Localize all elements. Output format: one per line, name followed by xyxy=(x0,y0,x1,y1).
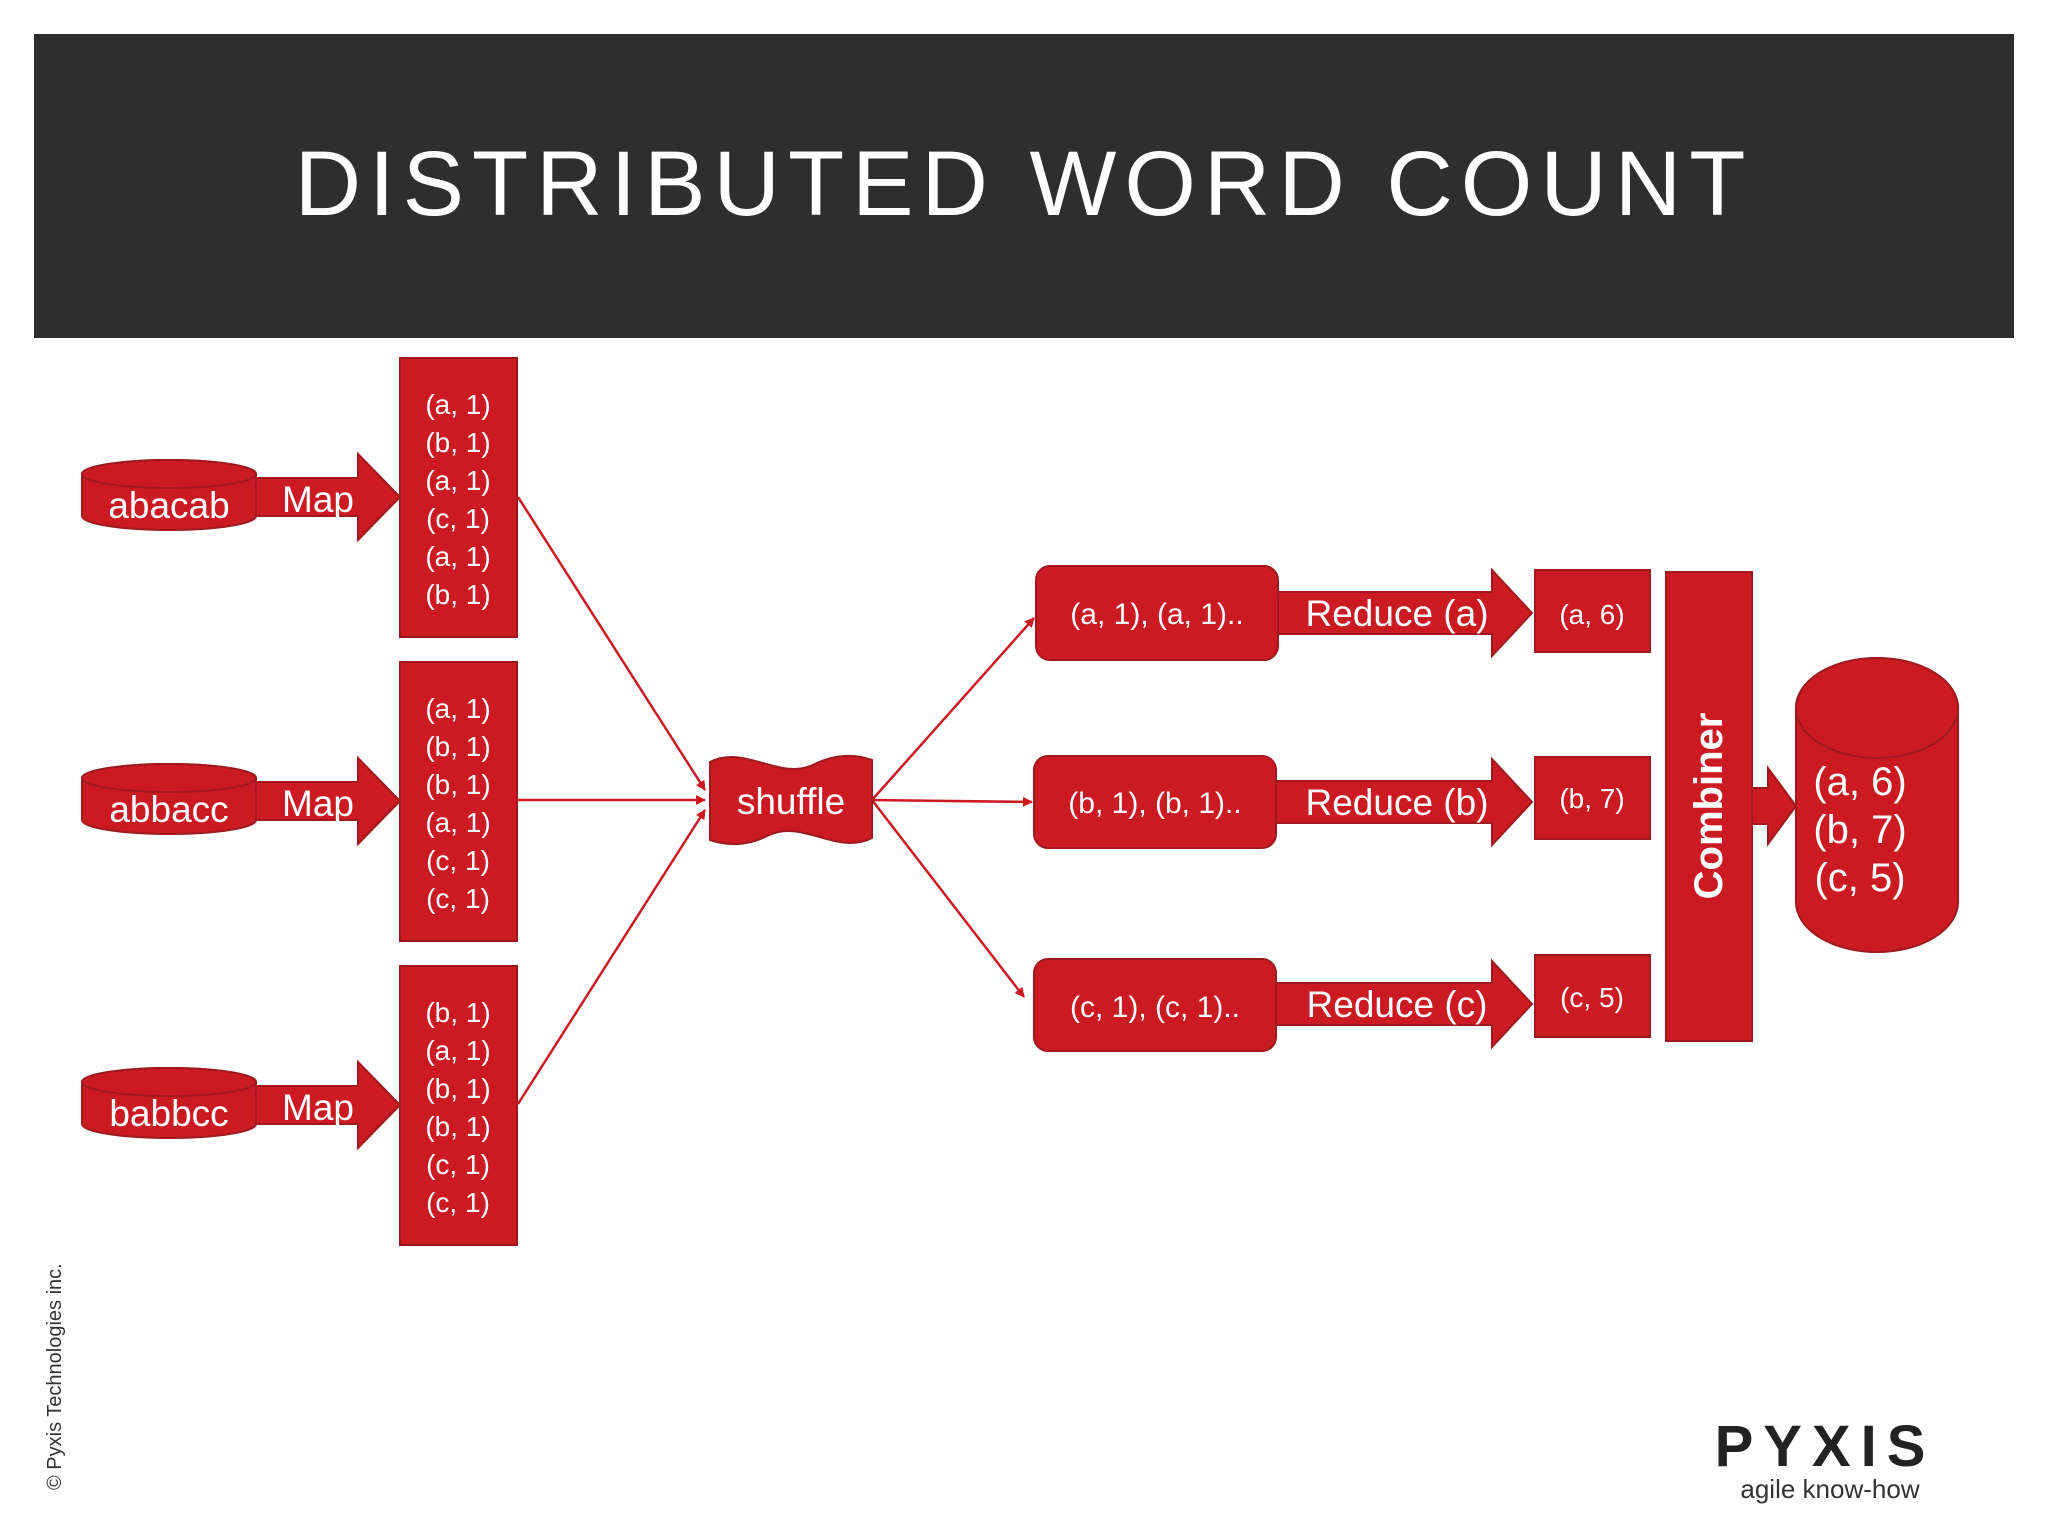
input-cylinder: abacab xyxy=(81,459,257,531)
input-cylinder: abbacc xyxy=(81,763,257,835)
shuffle-label: shuffle xyxy=(737,781,845,822)
copyright-notice: © Pyxis Technologies inc. xyxy=(44,1263,66,1490)
shuffle-node: shuffle xyxy=(709,754,873,846)
input-row-1: abacab Map (a, 1) (b, 1) (a, 1) (c, 1) (… xyxy=(81,357,518,638)
result-box xyxy=(1534,954,1651,1038)
kv-pair: (c, 1) xyxy=(426,883,490,914)
map-output-list: (a, 1) (b, 1) (a, 1) (c, 1) (a, 1) (b, 1… xyxy=(425,389,490,610)
combiner-arrow xyxy=(1751,764,1798,848)
input-row-3: babbcc Map (b, 1) (a, 1) (b, 1) (b, 1) (… xyxy=(81,965,518,1246)
map-output-box xyxy=(399,357,518,638)
group-label: (c, 1), (c, 1).. xyxy=(1070,991,1240,1024)
map-output-box xyxy=(399,661,518,942)
kv-pair: (a, 1) xyxy=(425,541,490,572)
kv-pair: (b, 1) xyxy=(425,769,490,800)
group-label: (b, 1), (b, 1).. xyxy=(1068,787,1241,820)
kv-pair: (b, 1) xyxy=(425,997,490,1028)
reduce-row-c: (c, 1), (c, 1).. Reduce (c) (c, 5) xyxy=(1033,954,1651,1052)
reduce-arrow xyxy=(1277,567,1534,659)
pyxis-logo: PYXIS agile know-how xyxy=(1715,1414,1936,1504)
final-kv: (b, 7) xyxy=(1813,808,1906,852)
reduce-row-b: (b, 1), (b, 1).. Reduce (b) (b, 7) xyxy=(1033,755,1651,849)
final-kv: (a, 6) xyxy=(1813,760,1906,804)
kv-pair: (b, 1) xyxy=(425,579,490,610)
map-arrow: Map xyxy=(255,755,402,847)
map-output-box xyxy=(399,965,518,1246)
result-label: (c, 5) xyxy=(1560,982,1624,1013)
input-row-2: abbacc Map (a, 1) (b, 1) (b, 1) (a, 1) (… xyxy=(81,661,518,942)
kv-pair: (a, 1) xyxy=(425,1035,490,1066)
title-bar: DISTRIBUTED WORD COUNT xyxy=(34,34,2014,338)
reduce-arrow xyxy=(1275,756,1534,848)
input-cylinder: babbcc xyxy=(81,1067,257,1139)
output-cylinder: (a, 6) (b, 7) (c, 5) xyxy=(1795,657,1959,953)
result-label: (a, 6) xyxy=(1559,599,1624,630)
result-box xyxy=(1534,756,1651,840)
map-output-list: (a, 1) (b, 1) (b, 1) (a, 1) (c, 1) (c, 1… xyxy=(425,693,490,914)
reduce-label: Reduce (c) xyxy=(1307,984,1488,1025)
result-label: (b, 7) xyxy=(1559,783,1624,814)
kv-pair: (a, 1) xyxy=(425,389,490,420)
logo-wordmark: PYXIS xyxy=(1715,1414,1936,1479)
group-label: (a, 1), (a, 1).. xyxy=(1070,598,1243,631)
kv-pair: (a, 1) xyxy=(425,807,490,838)
kv-pair: (b, 1) xyxy=(425,1073,490,1104)
reduce-label: Reduce (b) xyxy=(1305,782,1488,823)
logo-tagline: agile know-how xyxy=(1740,1474,1919,1504)
final-kv: (c, 5) xyxy=(1814,856,1905,900)
map-arrow-label: Map xyxy=(282,479,354,520)
kv-pair: (b, 1) xyxy=(425,427,490,458)
reduce-row-a: (a, 1), (a, 1).. Reduce (a) (a, 6) xyxy=(1035,565,1651,661)
input-label: babbcc xyxy=(109,1093,228,1134)
slide-title: DISTRIBUTED WORD COUNT xyxy=(294,132,1754,235)
kv-pair: (b, 1) xyxy=(425,1111,490,1142)
combiner-node: Combiner xyxy=(1665,571,1753,1042)
input-label: abbacc xyxy=(109,789,228,830)
kv-pair: (c, 1) xyxy=(426,1149,490,1180)
map-output-list: (b, 1) (a, 1) (b, 1) (b, 1) (c, 1) (c, 1… xyxy=(425,997,490,1218)
map-arrow-label: Map xyxy=(282,783,354,824)
reduce-arrow xyxy=(1275,958,1534,1050)
kv-pair: (b, 1) xyxy=(425,731,490,762)
map-to-shuffle-connectors xyxy=(516,496,707,1105)
combiner-label: Combiner xyxy=(1687,713,1731,900)
result-box xyxy=(1534,569,1651,653)
map-arrow-label: Map xyxy=(282,1087,354,1128)
map-arrow: Map xyxy=(255,451,402,543)
kv-pair: (a, 1) xyxy=(425,693,490,724)
kv-pair: (c, 1) xyxy=(426,845,490,876)
kv-pair: (c, 1) xyxy=(426,1187,490,1218)
kv-pair: (c, 1) xyxy=(426,503,490,534)
input-label: abacab xyxy=(108,485,229,526)
kv-pair: (a, 1) xyxy=(425,465,490,496)
map-arrow: Map xyxy=(255,1059,402,1151)
shuffle-to-group-connectors xyxy=(871,617,1035,998)
reduce-label: Reduce (a) xyxy=(1305,593,1488,634)
